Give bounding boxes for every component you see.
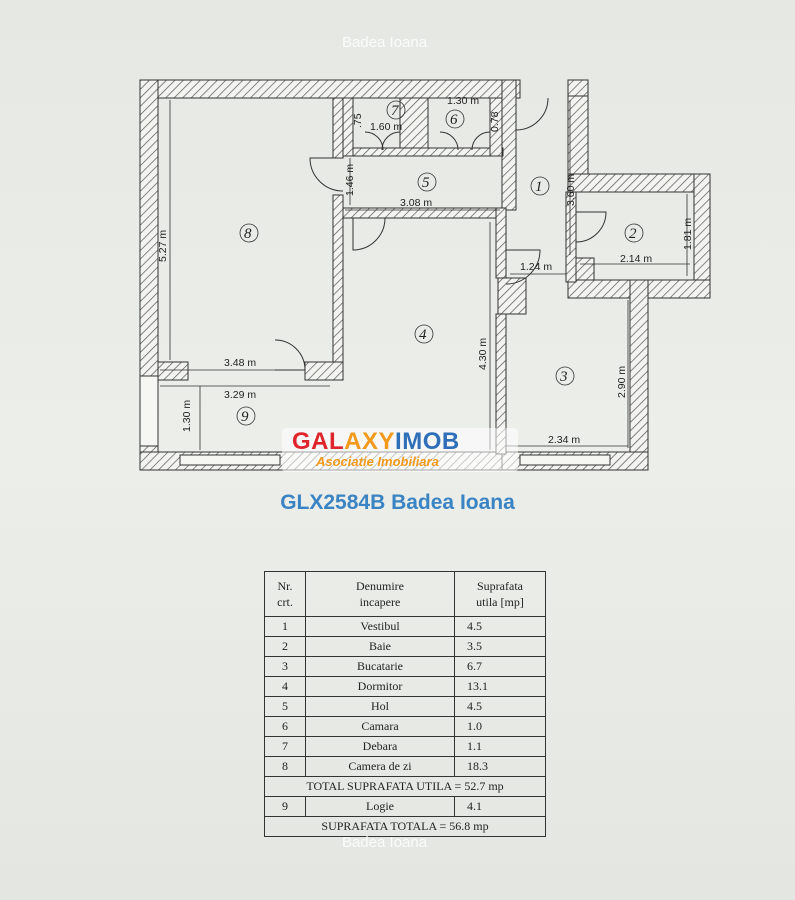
dim-5-27: 5.27 m <box>157 230 169 262</box>
cell-name: Vestibul <box>305 616 455 637</box>
cell-name: Baie <box>305 636 455 657</box>
plan-room-numbers: 8 4 5 1 2 3 9 6 7 <box>236 100 644 426</box>
dim-1-24: 1.24 m <box>520 261 552 273</box>
dim-1-46: 1.46 m <box>344 164 356 196</box>
logo-subtitle: Asociatie Imobiliara <box>316 454 439 469</box>
table-header-row: Nr. crt. Denumire incapere Suprafata uti… <box>264 571 546 617</box>
header-nr: Nr. crt. <box>264 571 306 617</box>
cell-name: Debara <box>305 736 455 757</box>
plan-walls <box>139 79 711 471</box>
total-row: SUPRAFATA TOTALA = 56.8 mp <box>264 816 546 837</box>
cell-name: Camera de zi <box>305 756 455 777</box>
plan-doors <box>274 97 607 371</box>
total-utila-row: TOTAL SUPRAFATA UTILA = 52.7 mp <box>264 776 546 797</box>
room-number-7: 7 <box>391 103 400 119</box>
cell-nr: 7 <box>264 736 306 757</box>
cell-nr: 2 <box>264 636 306 657</box>
room-number-8: 8 <box>244 226 252 242</box>
watermark-bottom: Badea Ioana <box>342 834 428 851</box>
dim-2-90: 2.90 m <box>616 366 628 398</box>
cell-area: 4.5 <box>454 696 546 717</box>
listing-reference: GLX2584B Badea Ioana <box>280 491 515 514</box>
cell-area: 4.5 <box>454 616 546 637</box>
logo-part-2: AXY <box>344 428 396 455</box>
dim-1-30-logie: 1.30 m <box>181 400 193 432</box>
cell-nr: 6 <box>264 716 306 737</box>
room-number-4: 4 <box>419 327 427 343</box>
cell-nr: 4 <box>264 676 306 697</box>
room-number-2: 2 <box>629 226 637 242</box>
room-number-1: 1 <box>535 179 543 195</box>
rooms-table: Nr. crt. Denumire incapere Suprafata uti… <box>264 571 546 837</box>
cell-name: Camara <box>305 716 455 737</box>
header-name: Denumire incapere <box>305 571 455 617</box>
logo-part-3: IMOB <box>395 428 460 455</box>
plan-windows <box>139 375 611 466</box>
header-name-label: Denumire incapere <box>356 579 404 609</box>
logo-part-1: GAL <box>292 428 345 455</box>
dim-2-34: 2.34 m <box>548 434 580 446</box>
cell-area: 18.3 <box>454 756 546 777</box>
floor-plan: 8 4 5 1 2 3 9 6 7 5.27 m 3.48 m 3.29 m 1… <box>139 79 711 471</box>
cell-name: Logie <box>305 796 455 817</box>
logo-wordmark: GALAXYIMOB <box>292 428 460 456</box>
cell-area: 4.1 <box>454 796 546 817</box>
cell-area: 1.0 <box>454 716 546 737</box>
header-area-label: Suprafata utila [mp] <box>476 579 524 609</box>
dim-3-08: 3.08 m <box>400 197 432 209</box>
watermark-top: Badea Ioana <box>342 34 428 51</box>
total-area: SUPRAFATA TOTALA = 56.8 mp <box>264 816 546 837</box>
dim-2-14: 2.14 m <box>620 253 652 265</box>
dim-3-29: 3.29 m <box>224 389 256 401</box>
header-nr-label: Nr. crt. <box>277 579 293 609</box>
cell-nr: 3 <box>264 656 306 677</box>
plan-dimension-labels: 5.27 m 3.48 m 3.29 m 1.30 m 1.46 m 3.08 … <box>157 95 694 446</box>
room-number-5: 5 <box>422 175 430 191</box>
cell-nr: 9 <box>264 796 306 817</box>
cell-nr: 8 <box>264 756 306 777</box>
cell-name: Bucatarie <box>305 656 455 677</box>
dim-4-30: 4.30 m <box>477 338 489 370</box>
cell-name: Dormitor <box>305 676 455 697</box>
dim-1-30: 1.30 m <box>447 95 479 107</box>
total-utila: TOTAL SUPRAFATA UTILA = 52.7 mp <box>264 776 546 797</box>
room-number-9: 9 <box>241 409 249 425</box>
cell-area: 1.1 <box>454 736 546 757</box>
plan-dimension-lines <box>160 100 690 450</box>
dim-0-75: .75 <box>352 113 364 128</box>
dim-3-48: 3.48 m <box>224 357 256 369</box>
agency-logo: GALAXYIMOB Asociatie Imobiliara <box>282 428 518 472</box>
cell-area: 3.5 <box>454 636 546 657</box>
dim-1-81: 1.81 m <box>682 218 694 250</box>
dim-1-60: 1.60 m <box>370 121 402 133</box>
room-number-3: 3 <box>559 369 568 385</box>
cell-area: 13.1 <box>454 676 546 697</box>
cell-nr: 5 <box>264 696 306 717</box>
header-area: Suprafata utila [mp] <box>454 571 546 617</box>
room-number-6: 6 <box>450 112 458 128</box>
cell-nr: 1 <box>264 616 306 637</box>
dim-0-78: 0.78 <box>489 111 501 132</box>
cell-name: Hol <box>305 696 455 717</box>
dim-3-60: 3.60 m <box>565 174 577 206</box>
cell-area: 6.7 <box>454 656 546 677</box>
